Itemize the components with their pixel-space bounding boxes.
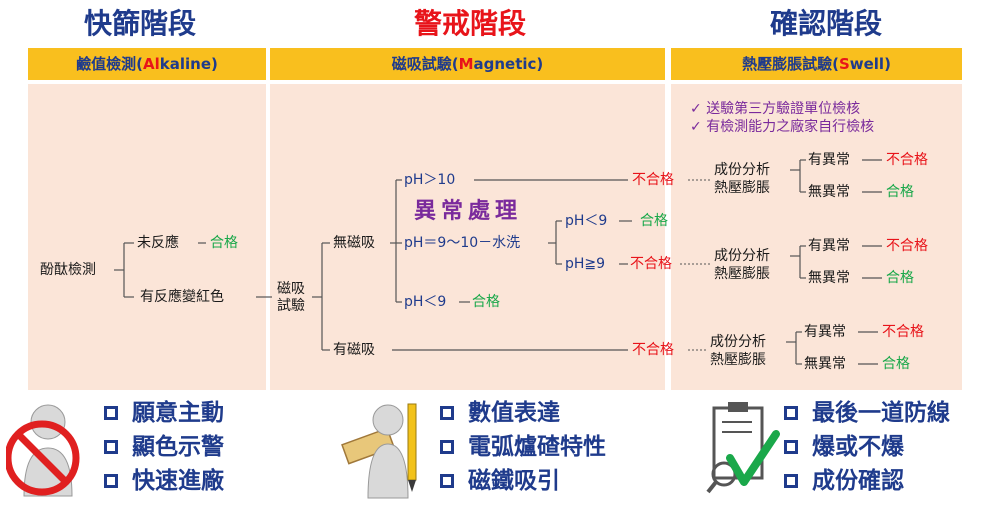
normal-2: 無異常	[808, 270, 850, 286]
bullet-right-2: 爆或不爆	[784, 430, 950, 464]
bullet-middle-2: 電弧爐碴特性	[440, 430, 606, 464]
bullet-right-1-text: 最後一道防線	[812, 400, 950, 426]
pass-label-swell-2: 合格	[886, 270, 914, 286]
ph-gt10-label: pH＞10	[404, 172, 456, 188]
abnormal-3: 有異常	[804, 324, 846, 340]
no-entry-person-icon	[6, 404, 80, 497]
ph-lt9-label: pH＜9	[404, 294, 447, 310]
bullet-list-middle: 數值表達 電弧爐碴特性 磁鐵吸引	[440, 396, 606, 498]
checkbox-icon	[104, 406, 118, 420]
panel-swell	[671, 84, 962, 390]
abnormal-handling-title: 異常處理	[414, 199, 523, 224]
header-alkaline-hl: Al	[143, 55, 160, 73]
magnet-test-label-2: 試驗	[277, 298, 305, 314]
checkbox-icon	[104, 474, 118, 488]
check-item-1-text: 送驗第三方驗證單位檢核	[706, 101, 861, 117]
ph-range-wash-label: pH＝9～10－水洗	[404, 235, 521, 251]
fail-label-swell-2: 不合格	[886, 238, 928, 254]
header-alkaline-suffix: kaline)	[159, 55, 218, 73]
pass-label-swell-3: 合格	[882, 356, 910, 372]
fail-label-ph-ge9: 不合格	[630, 256, 672, 272]
reaction-red-label: 有反應變紅色	[140, 289, 224, 305]
hot-press-1: 熱壓膨脹	[714, 180, 770, 196]
bullet-right-3-text: 成份確認	[812, 468, 904, 494]
bullet-right-2-text: 爆或不爆	[812, 434, 904, 460]
bullet-right-1: 最後一道防線	[784, 396, 950, 430]
hot-press-3: 熱壓膨脹	[710, 352, 766, 368]
abnormal-2: 有異常	[808, 238, 850, 254]
component-analysis-2: 成份分析	[714, 248, 770, 264]
checkbox-icon	[440, 440, 454, 454]
checkbox-icon	[784, 474, 798, 488]
bullet-middle-1: 數值表達	[440, 396, 606, 430]
bullet-left-3: 快速進廠	[104, 464, 224, 498]
abnormal-1: 有異常	[808, 152, 850, 168]
bullet-middle-1-text: 數值表達	[468, 400, 560, 426]
bullet-left-1: 願意主動	[104, 396, 224, 430]
bullet-left-2: 顯色示警	[104, 430, 224, 464]
header-alkaline-prefix: 鹼值檢測(	[76, 55, 143, 73]
component-analysis-3: 成份分析	[710, 334, 766, 350]
header-magnetic-prefix: 磁吸試驗(	[391, 55, 459, 73]
no-reaction-label: 未反應	[137, 235, 179, 251]
header-swell-suffix: well)	[849, 55, 891, 73]
fail-label-swell-1: 不合格	[886, 152, 928, 168]
bullet-list-right: 最後一道防線 爆或不爆 成份確認	[784, 396, 950, 498]
checkbox-icon	[440, 474, 454, 488]
no-magnet-label: 無磁吸	[333, 235, 375, 251]
bullet-middle-3: 磁鐵吸引	[440, 464, 606, 498]
fail-label-swell-3: 不合格	[882, 324, 924, 340]
panel-magnetic	[270, 84, 665, 390]
ph-ge9-label: pH≧9	[565, 256, 606, 272]
header-swell: 熱壓膨脹試驗(Swell)	[671, 48, 962, 80]
bullet-left-3-text: 快速進廠	[132, 468, 224, 494]
stage-title-screen: 快篩階段	[83, 7, 196, 40]
checkbox-icon	[104, 440, 118, 454]
fail-label-has-magnet: 不合格	[632, 342, 674, 358]
fail-label-ph-gt10: 不合格	[632, 172, 674, 188]
magnet-test-label-1: 磁吸	[277, 281, 305, 297]
check-item-2-text: 有檢測能力之廠家自行檢核	[706, 119, 875, 135]
stage-title-alert: 警戒階段	[413, 7, 526, 40]
pass-label-alkaline: 合格	[210, 235, 238, 251]
header-alkaline: 鹼值檢測(Alkaline)	[28, 48, 266, 80]
header-magnetic-hl: M	[458, 55, 474, 73]
clipboard-check-magnifier-icon	[706, 402, 780, 494]
has-magnet-label: 有磁吸	[333, 342, 375, 358]
bullet-left-1-text: 願意主動	[132, 400, 224, 426]
pass-label-swell-1: 合格	[886, 184, 914, 200]
panel-alkaline	[28, 84, 266, 390]
bullet-middle-2-text: 電弧爐碴特性	[468, 434, 606, 460]
bullet-left-2-text: 顯色示警	[132, 434, 224, 460]
pass-label-wash: 合格	[640, 213, 668, 229]
checkbox-icon	[784, 406, 798, 420]
bullet-right-3: 成份確認	[784, 464, 950, 498]
header-swell-hl: S	[838, 55, 850, 73]
component-analysis-1: 成份分析	[714, 162, 770, 178]
ph-lt9-wash-label: pH＜9	[565, 213, 608, 229]
checkbox-icon	[440, 406, 454, 420]
stage-title-confirm: 確認階段	[769, 7, 882, 40]
check-item-1: ✓ 送驗第三方驗證單位檢核	[690, 101, 861, 117]
checkbox-icon	[784, 440, 798, 454]
person-with-pencil-ruler-icon	[341, 403, 417, 499]
normal-3: 無異常	[804, 356, 846, 372]
header-magnetic: 磁吸試驗(Magnetic)	[270, 48, 665, 80]
normal-1: 無異常	[808, 184, 850, 200]
hot-press-2: 熱壓膨脹	[714, 266, 770, 282]
bullet-middle-3-text: 磁鐵吸引	[468, 468, 560, 494]
phenol-test-label: 酚酞檢測	[40, 262, 96, 278]
check-item-2: ✓ 有檢測能力之廠家自行檢核	[690, 119, 875, 135]
header-magnetic-suffix: agnetic)	[473, 55, 544, 73]
header-swell-prefix: 熱壓膨脹試驗(	[742, 55, 839, 73]
pass-label-ph-lt9: 合格	[472, 294, 500, 310]
bullet-list-left: 願意主動 顯色示警 快速進廠	[104, 396, 224, 498]
